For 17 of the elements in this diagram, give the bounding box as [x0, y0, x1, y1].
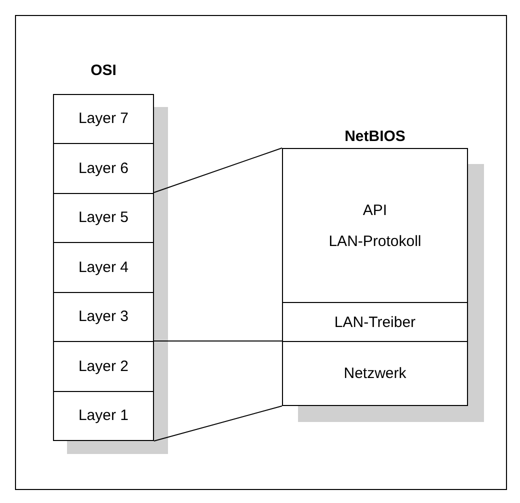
layer-box: Netzwerk: [282, 341, 468, 406]
layer-box: [282, 148, 468, 303]
layer-box: Layer 5: [53, 192, 154, 243]
connector-line: [154, 340, 282, 342]
layer-label: LAN-Protokoll: [328, 232, 422, 250]
stack-heading: NetBIOS: [344, 128, 406, 145]
layer-box: Layer 7: [53, 94, 154, 144]
layer-label: API: [362, 202, 388, 218]
connector-line: [154, 406, 282, 442]
stack-heading: OSI: [90, 62, 118, 79]
layer-box: Layer 4: [53, 242, 154, 292]
layer-box: Layer 3: [53, 292, 154, 342]
layer-box: LAN-Treiber: [282, 302, 468, 342]
connector-line: [154, 148, 282, 193]
layer-box: Layer 6: [53, 143, 154, 194]
layer-box: Layer 2: [53, 341, 154, 392]
layer-box: Layer 1: [53, 390, 154, 441]
